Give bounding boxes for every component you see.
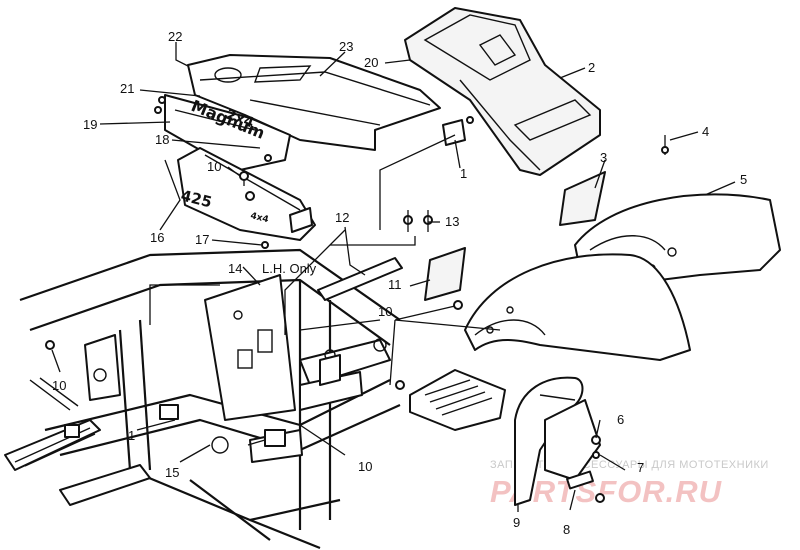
- chassis-frame: [4, 248, 401, 550]
- mud-flap-right: [559, 171, 606, 226]
- callout-16: 16: [150, 230, 164, 245]
- callout-9: 9: [513, 515, 520, 530]
- front-fender: [164, 94, 291, 171]
- callout-17: 17: [195, 232, 209, 247]
- callout-1-bottom: 1: [128, 428, 135, 443]
- callout-10-bottom: 10: [358, 459, 372, 474]
- plate-12: [317, 257, 403, 301]
- callout-19: 19: [83, 117, 97, 132]
- footrest-grate: [409, 369, 506, 431]
- callout-3: 3: [600, 150, 607, 165]
- leader-lines: [51, 42, 736, 512]
- rear-rack: [404, 7, 601, 176]
- callout-7: 7: [637, 460, 644, 475]
- callout-15: 15: [165, 465, 179, 480]
- callout-21: 21: [120, 81, 134, 96]
- fasteners: [45, 96, 669, 503]
- callout-22: 22: [168, 29, 182, 44]
- callout-8: 8: [563, 522, 570, 537]
- callout-13: 13: [445, 214, 459, 229]
- callout-11: 11: [388, 277, 402, 292]
- decal-4x4-text: 4x4: [249, 211, 269, 225]
- callout-10-left: 10: [52, 378, 66, 393]
- callout-10-mid: 10: [378, 304, 392, 319]
- callout-12: 12: [335, 210, 349, 225]
- callouts: 22 23 20 2 21 19 18 10 1 3 4 5 16 17 12 …: [52, 29, 747, 537]
- callout-5: 5: [740, 172, 747, 187]
- clip-1: [442, 119, 466, 146]
- fender-bracket: [544, 399, 601, 481]
- callout-2: 2: [588, 60, 595, 75]
- callout-10-top: 10: [207, 159, 221, 174]
- callout-4: 4: [702, 124, 709, 139]
- mud-flap-left: [424, 247, 466, 301]
- rear-fender-left: [464, 253, 691, 361]
- lh-only-note: L.H. Only: [262, 261, 317, 276]
- callout-14: 14: [228, 261, 242, 276]
- clip-16: [289, 207, 313, 233]
- callout-23: 23: [339, 39, 353, 54]
- callout-20: 20: [364, 55, 378, 70]
- callout-6: 6: [617, 412, 624, 427]
- callout-1-top: 1: [460, 166, 467, 181]
- callout-18: 18: [155, 132, 169, 147]
- bracket-plate: [566, 470, 594, 490]
